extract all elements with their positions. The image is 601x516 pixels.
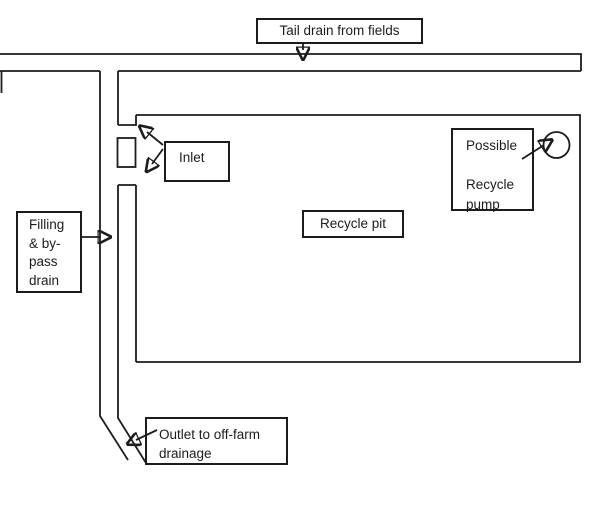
- pit-topleft-corner-step: [118, 115, 137, 126]
- supply-drain-right-wall-lower: [117, 185, 147, 464]
- recycle-pump-label-text: Possible Recycle pump: [466, 138, 518, 212]
- recycle-pit-label-text: Recycle pit: [319, 216, 387, 231]
- outlet-label-box: Outlet to off-farm drainage: [145, 417, 288, 465]
- pump-arrow: [521, 145, 544, 160]
- inlet-label-box: Inlet: [164, 141, 230, 182]
- supply-drain-left-wall: [99, 71, 129, 461]
- filling-bypass-label-text: Filling & by- pass drain: [29, 217, 65, 288]
- inlet-arrow-upper: [147, 132, 164, 146]
- inlet-arrow-lower: [152, 148, 164, 164]
- outlet-label-text: Outlet to off-farm drainage: [159, 427, 261, 461]
- tail-drain-label-box: Tail drain from fields: [256, 18, 423, 44]
- inlet-island: [116, 137, 137, 168]
- filling-bypass-label-box: Filling & by- pass drain: [16, 211, 82, 293]
- recycle-pump-label-box: Possible Recycle pump: [451, 128, 534, 212]
- recycle-pit-outline: [136, 114, 581, 363]
- inlet-label-text: Inlet: [179, 150, 205, 165]
- tail-drain-channel-top-line: [0, 53, 582, 71]
- recycle-pit-label-box: Recycle pit: [302, 210, 404, 238]
- outlet-arrow: [136, 429, 158, 440]
- tail-drain-label-text: Tail drain from fields: [279, 23, 400, 38]
